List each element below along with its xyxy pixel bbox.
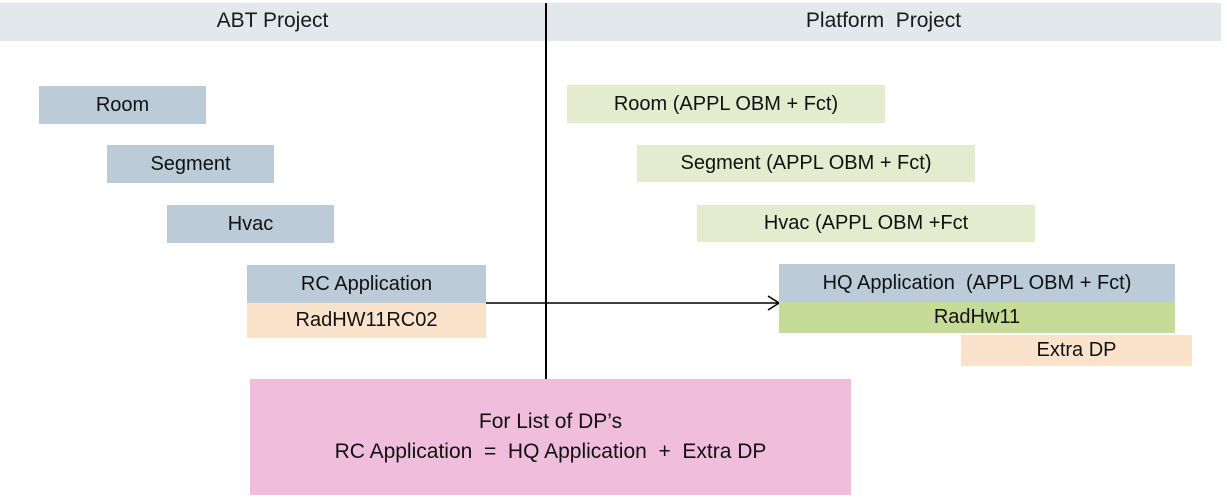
- connector-rc-to-hq-arrow: [486, 292, 782, 314]
- node-hvac-appl-obm-fct[interactable]: Hvac (APPL OBM +Fct: [697, 205, 1035, 242]
- node-room[interactable]: Room: [39, 86, 206, 124]
- node-extra-dp[interactable]: Extra DP: [961, 335, 1192, 366]
- summary-callout-line-2: RC Application = HQ Application + Extra …: [334, 440, 767, 463]
- node-rc-application[interactable]: RC Application: [247, 265, 486, 303]
- node-room-appl-obm-fct[interactable]: Room (APPL OBM + Fct): [567, 85, 885, 123]
- column-header-platform-project: Platform Project: [805, 9, 962, 32]
- summary-callout[interactable]: For List of DP’s RC Application = HQ App…: [250, 379, 851, 495]
- node-radhw11[interactable]: RadHw11: [779, 302, 1175, 333]
- column-header-abt-project: ABT Project: [216, 9, 329, 32]
- node-hvac[interactable]: Hvac: [167, 205, 334, 243]
- summary-callout-line-1: For List of DP’s: [478, 410, 623, 433]
- column-header-band: [0, 3, 1221, 41]
- node-hq-application[interactable]: HQ Application (APPL OBM + Fct): [779, 264, 1175, 302]
- node-segment[interactable]: Segment: [107, 145, 274, 183]
- column-divider-line: [545, 3, 547, 379]
- node-segment-appl-obm-fct[interactable]: Segment (APPL OBM + Fct): [637, 145, 975, 182]
- node-radhw11rc02[interactable]: RadHW11RC02: [247, 303, 486, 338]
